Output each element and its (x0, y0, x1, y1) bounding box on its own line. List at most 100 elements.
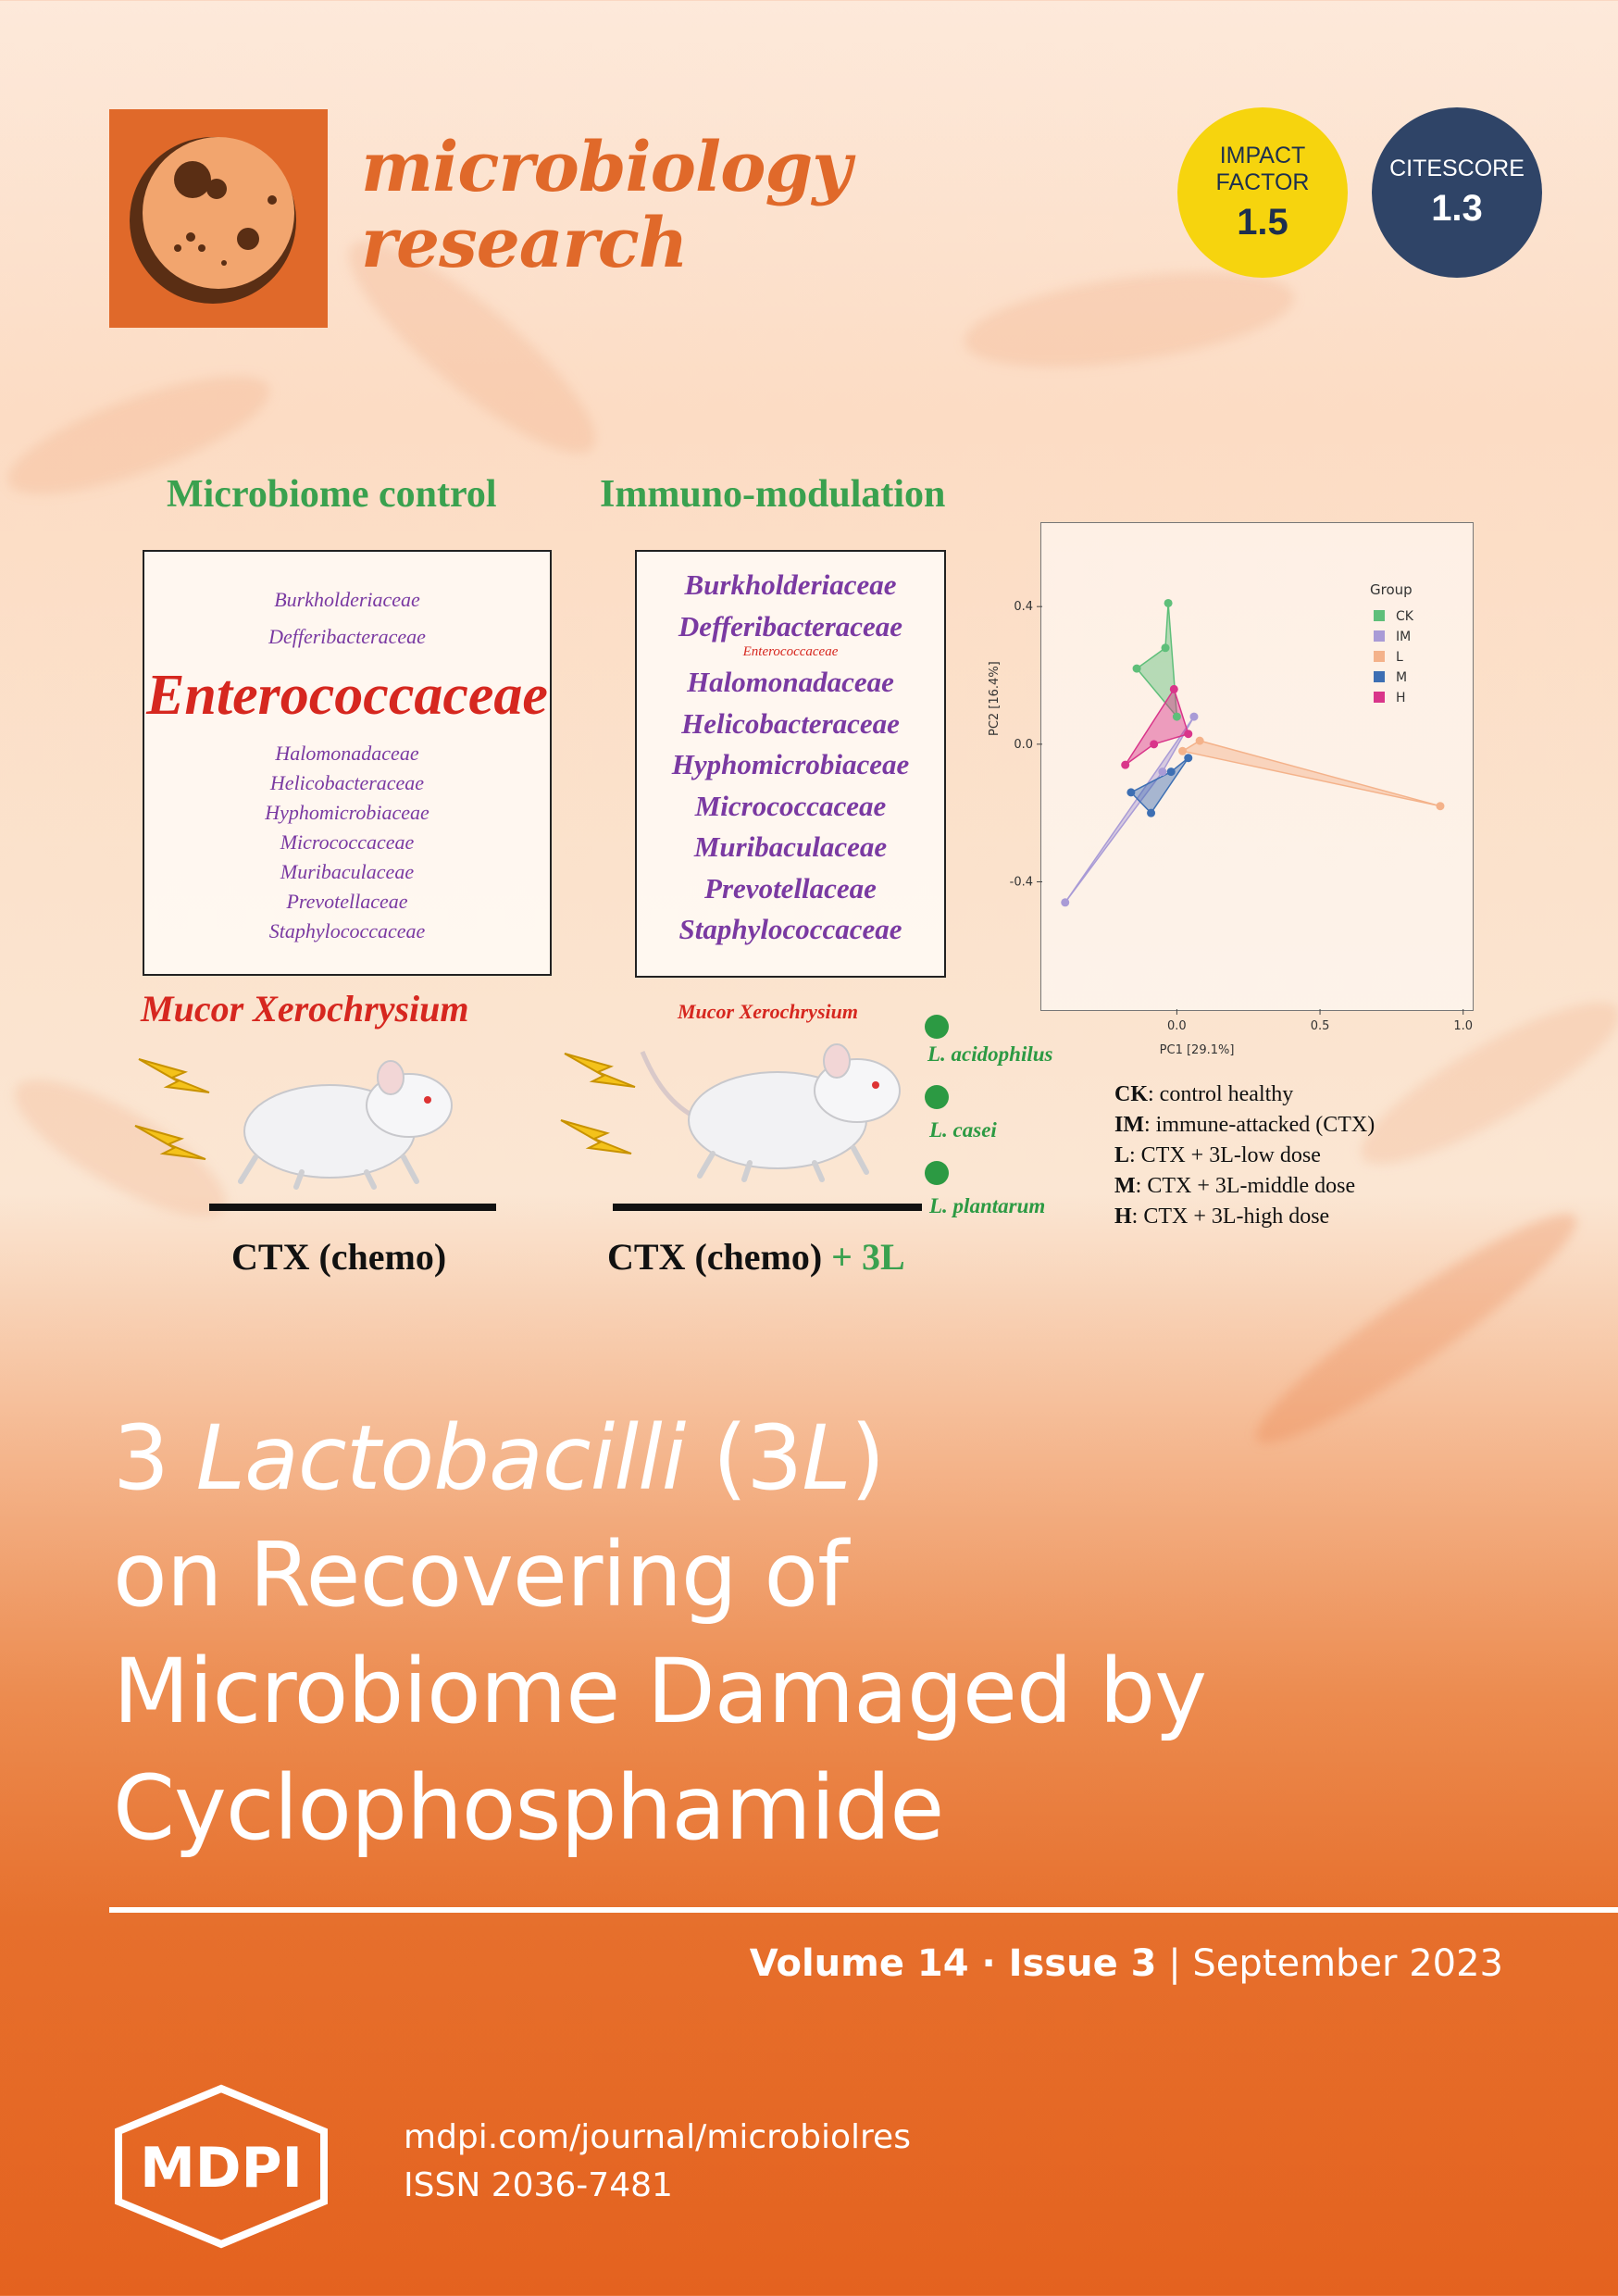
ctx-label-right-text: CTX (chemo) (607, 1236, 823, 1278)
lactobacillus-label: L. acidophilus (927, 1042, 1053, 1066)
group-definition: IM: immune-attacked (CTX) (1114, 1110, 1375, 1141)
y-tick-label: 0.0 (1014, 738, 1033, 752)
group-key: CK (1114, 1082, 1148, 1106)
ctx-label-right: CTX (chemo) + 3L (607, 1235, 905, 1279)
family-label: Helicobacteraceae (681, 706, 900, 740)
citescore-label: CITESCORE (1389, 156, 1525, 181)
data-point-ck (1164, 598, 1173, 607)
group-definitions: CK: control healthy IM: immune-attacked … (1114, 1079, 1375, 1232)
mdpi-logo-text: MDPI (140, 2136, 303, 2201)
impact-factor-label-2: FACTOR (1215, 168, 1310, 195)
article-title-line3: Microbiome Damaged by (113, 1640, 1207, 1743)
title-prefix: 3 (113, 1406, 196, 1510)
ctx-label-left: CTX (chemo) (231, 1236, 447, 1278)
lactobacillus-dot (925, 1085, 949, 1109)
y-axis-label: PC2 [16.4%] (988, 661, 1002, 736)
group-definition: H: CTX + 3L-high dose (1114, 1202, 1375, 1232)
impact-factor-badge: IMPACT FACTOR 1.5 (1177, 107, 1348, 278)
treatment-bar (613, 1204, 922, 1211)
data-point-m (1166, 767, 1176, 777)
group-hull-l (1180, 740, 1441, 807)
highlighted-family: Enterococcaceae (146, 664, 548, 727)
x-tick-label: 0.0 (1167, 1019, 1187, 1033)
group-desc: : CTX + 3L-high dose (1131, 1204, 1330, 1229)
issn: ISSN 2036-7481 (404, 2166, 673, 2204)
volume: Volume 14 (749, 1942, 969, 1985)
journal-title-line2: research (361, 204, 689, 283)
issue-number: Issue 3 (1008, 1942, 1157, 1985)
title-paren-open: (3 (685, 1406, 803, 1510)
immuno-modulation-panel: Burkholderiaceae Defferibacteraceae Ente… (635, 550, 946, 978)
family-label: Burkholderiaceae (684, 568, 897, 601)
data-point-im (1061, 898, 1070, 907)
group-key: M (1114, 1174, 1136, 1198)
data-point-ck (1161, 643, 1170, 653)
journal-title: microbiology research (361, 130, 879, 281)
y-tick-label: -0.4 (1010, 875, 1033, 889)
heading-immuno-modulation: Immuno-modulation (600, 473, 946, 516)
title-paren-italic: L (802, 1406, 851, 1510)
data-point-h (1169, 684, 1178, 693)
family-label: Burkholderiaceae (274, 588, 420, 611)
family-label: Micrococcaceae (694, 789, 887, 822)
legend-label: CK (1396, 609, 1414, 624)
legend-label: IM (1396, 630, 1411, 644)
article-title: 3 Lactobacilli (3L) on Recovering of Mic… (113, 1400, 1557, 1866)
legend-label: L (1396, 650, 1403, 665)
impact-factor-label: IMPACT (1219, 142, 1306, 168)
petri-dish-icon (130, 137, 296, 304)
family-label: Micrococcaceae (280, 830, 415, 854)
group-key: IM (1114, 1113, 1144, 1137)
group-desc: : control healthy (1148, 1082, 1294, 1106)
group-key: H (1114, 1204, 1132, 1229)
heading-microbiome-control: Microbiome control (167, 473, 497, 516)
family-label: Muribaculaceae (280, 860, 415, 883)
journal-url[interactable]: mdpi.com/journal/microbiolres (404, 2118, 911, 2156)
group-definition: L: CTX + 3L-low dose (1114, 1141, 1375, 1171)
data-point-m (1147, 808, 1156, 817)
family-label: Hyphomicrobiaceae (265, 801, 429, 824)
journal-logo (109, 109, 328, 328)
mouse-illustration (640, 1043, 901, 1182)
lightning-icon (134, 1058, 210, 1160)
data-point-h (1150, 740, 1159, 749)
article-title-line2: on Recovering of (113, 1523, 849, 1627)
data-point-l (1195, 736, 1204, 745)
data-point-h (1184, 730, 1193, 739)
title-paren-close: ) (850, 1406, 885, 1510)
legend-label: H (1396, 691, 1406, 705)
group-desc: : CTX + 3L-middle dose (1135, 1174, 1356, 1198)
group-definition: M: CTX + 3L-middle dose (1114, 1171, 1375, 1202)
legend-swatch (1374, 610, 1385, 621)
group-desc: : immune-attacked (CTX) (1144, 1113, 1375, 1137)
legend-swatch (1374, 630, 1385, 642)
mdpi-logo: MDPI (115, 2084, 328, 2249)
journal-title-line1: microbiology (361, 128, 852, 207)
data-point-im (1189, 712, 1199, 721)
family-label: Muribaculaceae (693, 830, 888, 863)
impact-factor-value: 1.5 (1237, 201, 1288, 243)
data-point-l (1436, 802, 1445, 811)
data-point-m (1184, 754, 1193, 763)
family-label: Halomonadaceae (687, 666, 894, 698)
mucor-label-right: Mucor Xerochrysium (678, 1000, 858, 1023)
family-label: Prevotellaceae (704, 871, 877, 905)
legend-title: Group (1370, 581, 1413, 598)
citescore-value: 1.3 (1431, 188, 1483, 229)
data-point-h (1121, 760, 1130, 769)
data-point-m (1126, 788, 1136, 797)
family-label: Hyphomicrobiaceae (671, 748, 910, 780)
citescore-badge: CITESCORE 1.3 (1372, 107, 1542, 278)
family-label: Staphylococcaceae (268, 919, 426, 942)
y-tick-label: 0.4 (1014, 600, 1033, 614)
title-italic: Lactobacilli (195, 1406, 687, 1510)
legend-swatch (1374, 671, 1385, 682)
lactobacillus-dot (925, 1015, 949, 1039)
data-point-im (1158, 767, 1167, 777)
group-hull-im (1064, 716, 1195, 904)
ctx-suffix: + 3L (831, 1236, 905, 1278)
group-definition: CK: control healthy (1114, 1079, 1375, 1110)
issue-bar: | (1156, 1942, 1193, 1985)
group-desc: : CTX + 3L-low dose (1129, 1143, 1321, 1167)
